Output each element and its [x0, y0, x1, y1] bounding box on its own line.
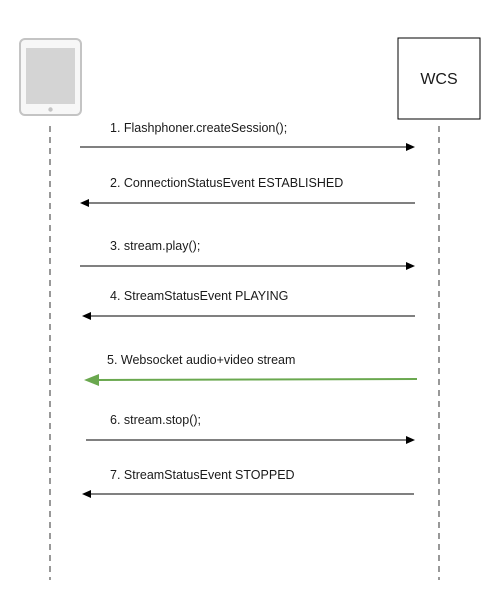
message-label: 6. stream.stop();	[110, 413, 201, 427]
message-label: 4. StreamStatusEvent PLAYING	[110, 289, 288, 303]
message-arrow-highlight	[97, 378, 418, 381]
arrowhead-left-icon	[80, 199, 89, 207]
arrowhead-right-icon	[406, 143, 415, 151]
server-label: WCS	[420, 71, 457, 88]
message-label: 7. StreamStatusEvent STOPPED	[110, 468, 295, 482]
message-3: 3. stream.play();	[80, 239, 415, 270]
message-1: 1. Flashphoner.createSession();	[80, 121, 415, 151]
arrowhead-left-icon	[82, 490, 91, 498]
message-6: 6. stream.stop();	[86, 413, 415, 444]
tablet-icon	[19, 38, 82, 116]
message-label: 3. stream.play();	[110, 239, 200, 253]
message-label: 2. ConnectionStatusEvent ESTABLISHED	[110, 176, 343, 190]
message-4: 4. StreamStatusEvent PLAYING	[82, 289, 415, 320]
message-5: 5. Websocket audio+video stream	[84, 353, 418, 386]
arrowhead-right-icon	[406, 262, 415, 270]
message-2: 2. ConnectionStatusEvent ESTABLISHED	[80, 176, 415, 207]
message-label: 1. Flashphoner.createSession();	[110, 121, 287, 135]
message-label: 5. Websocket audio+video stream	[107, 353, 295, 367]
arrowhead-right-icon	[406, 436, 415, 444]
arrowhead-left-icon	[84, 374, 99, 386]
arrowhead-left-icon	[82, 312, 91, 320]
server-box	[397, 37, 481, 120]
server-participant: WCS	[397, 37, 481, 120]
message-7: 7. StreamStatusEvent STOPPED	[82, 468, 414, 498]
